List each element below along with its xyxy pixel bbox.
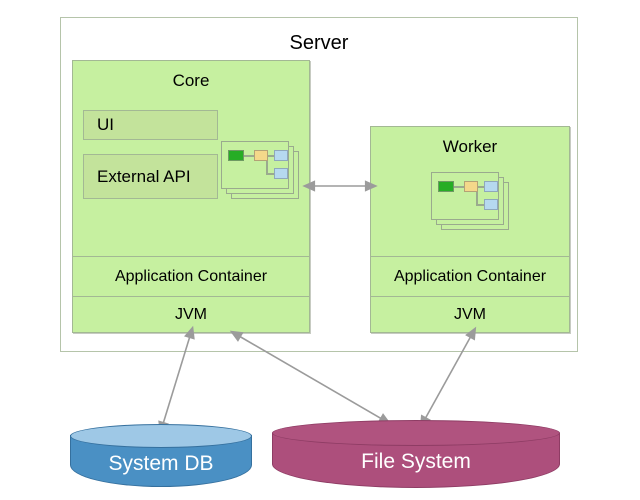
workflow-wire <box>244 155 254 157</box>
core-jvm[interactable]: JVM <box>73 296 309 332</box>
workflow-node-branch1 <box>484 181 498 192</box>
system-db-label: System DB <box>108 452 214 475</box>
worker-jvm-label: JVM <box>454 305 486 323</box>
core-ui-block[interactable]: UI <box>83 110 218 140</box>
file-system-label: File System <box>361 450 471 473</box>
worker-application-container[interactable]: Application Container <box>371 256 569 296</box>
workflow-wire <box>454 186 464 188</box>
workflow-wire <box>266 155 275 157</box>
worker-application-container-label: Application Container <box>393 267 547 285</box>
worker-title: Worker <box>442 137 498 156</box>
core-external-api-block[interactable]: External API <box>83 154 218 199</box>
file-system-top <box>272 420 560 446</box>
core-ui-label: UI <box>97 115 114 134</box>
workflow-node-branch2 <box>274 168 288 179</box>
workflow-node-start <box>438 181 454 192</box>
workflow-wire <box>476 204 485 206</box>
workflow-wire <box>476 186 478 205</box>
server-title: Server <box>289 32 349 54</box>
core-jvm-label: JVM <box>175 305 207 323</box>
workflow-node-start <box>228 150 244 161</box>
system-db-top <box>70 424 252 448</box>
workflow-node-task <box>464 181 478 192</box>
workflow-card-front <box>431 172 499 220</box>
workflow-wire <box>476 186 485 188</box>
worker-jvm[interactable]: JVM <box>371 296 569 332</box>
core-node[interactable]: Core UI External API Application Conta <box>72 60 310 333</box>
system-db-cylinder[interactable]: System DB <box>70 424 252 487</box>
worker-node[interactable]: Worker Application Container JVM <box>370 126 570 333</box>
core-title: Core <box>172 71 210 90</box>
core-application-container[interactable]: Application Container <box>73 256 309 296</box>
workflow-wire <box>266 173 275 175</box>
workflow-node-branch2 <box>484 199 498 210</box>
workflow-wire <box>266 155 268 174</box>
workflow-node-task <box>254 150 268 161</box>
core-external-api-label: External API <box>97 166 191 186</box>
core-workflow-stack-icon <box>221 141 303 203</box>
file-system-cylinder[interactable]: File System <box>272 420 560 488</box>
workflow-node-branch1 <box>274 150 288 161</box>
worker-workflow-stack-icon <box>431 172 513 234</box>
workflow-card-front <box>221 141 289 189</box>
core-application-container-label: Application Container <box>114 267 268 285</box>
